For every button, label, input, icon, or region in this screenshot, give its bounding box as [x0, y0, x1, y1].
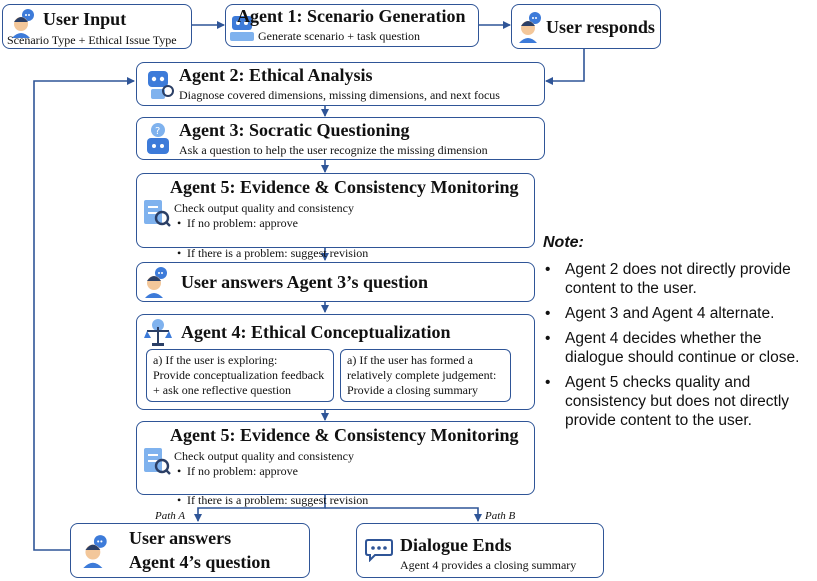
option-exploring-line2: Provide conceptualization feedback — [153, 368, 325, 382]
dialogue-ends-subtitle: Agent 4 provides a closing summary — [400, 558, 577, 572]
agent5-top-bullet-approve: If no problem: approve — [177, 216, 574, 231]
user-input-subtitle: Scenario Type + Ethical Issue Type — [7, 33, 177, 47]
scales-icon — [144, 319, 172, 346]
user-responds-box: User responds — [511, 4, 661, 49]
agent4-option-exploring: a) If the user is exploring: Provide con… — [146, 349, 334, 402]
agent5-top-line1: Check output quality and consistency — [174, 201, 354, 215]
user-avatar-icon — [12, 9, 34, 38]
agent4-title: Agent 4: Ethical Conceptualization — [181, 322, 451, 342]
option-judgement-line3: Provide a closing summary — [347, 383, 478, 397]
checklist-magnifier-icon — [144, 200, 171, 227]
arrow-user-responds-to-agent2 — [545, 49, 585, 85]
agent5-bottom-title: Agent 5: Evidence & Consistency Monitori… — [170, 425, 519, 445]
user-answers-agent3-title: User answers Agent 3’s question — [181, 272, 429, 292]
agent1-subtitle: Generate scenario + task question — [258, 29, 421, 43]
agent3-subtitle: Ask a question to help the user recogniz… — [179, 143, 488, 157]
arrow-loop-back-to-agent2 — [33, 77, 135, 551]
path-a-label: Path A — [155, 510, 186, 522]
user-input-title: User Input — [43, 9, 127, 29]
agent3-title: Agent 3: Socratic Questioning — [179, 120, 410, 140]
agent3-box: ? Agent 3: Socratic Questioning Ask a qu… — [136, 117, 545, 160]
agent2-subtitle: Diagnose covered dimensions, missing dim… — [179, 88, 500, 102]
note-item: Agent 5 checks quality and consistency b… — [543, 373, 813, 430]
agent5-monitoring-box-bottom: Agent 5: Evidence & Consistency Monitori… — [136, 421, 535, 508]
robot-question-icon: ? — [147, 123, 169, 154]
dialogue-ends-box: Dialogue Ends Agent 4 provides a closing… — [356, 523, 604, 578]
agent2-box: Agent 2: Ethical Analysis Diagnose cover… — [136, 62, 545, 106]
option-judgement-line2: relatively complete judgement: — [347, 368, 497, 382]
agent5-bottom-bullet-approve: If no problem: approve — [177, 464, 574, 479]
checklist-magnifier-icon — [144, 448, 171, 475]
user-answers-agent4-box: User answers Agent 4’s question — [70, 523, 310, 578]
agent5-bottom-bullet-revise: If there is a problem: suggest revision — [177, 493, 574, 508]
option-judgement-line1: a) If the user has formed a — [347, 353, 473, 367]
agent5-top-title: Agent 5: Evidence & Consistency Monitori… — [170, 177, 519, 197]
user-answers-agent4-line2: Agent 4’s question — [129, 552, 271, 572]
agent1-title: Agent 1: Scenario Generation — [237, 6, 466, 26]
user-input-box: User Input Scenario Type + Ethical Issue… — [2, 4, 192, 49]
note-item: Agent 3 and Agent 4 alternate. — [543, 304, 813, 323]
note-item: Agent 4 decides whether the dialogue sho… — [543, 329, 813, 367]
agent5-top-bullet-revise: If there is a problem: suggest revision — [177, 246, 574, 261]
user-avatar-icon — [145, 267, 167, 298]
svg-text:?: ? — [155, 126, 160, 137]
agent4-option-judgement: a) If the user has formed a relatively c… — [340, 349, 511, 402]
user-answers-agent4-line1: User answers — [129, 528, 232, 548]
user-answers-agent3-box: User answers Agent 3’s question — [136, 262, 535, 302]
note-item: Agent 2 does not directly provide conten… — [543, 260, 813, 298]
agent5-bottom-line1: Check output quality and consistency — [174, 449, 354, 463]
agent2-title: Agent 2: Ethical Analysis — [179, 65, 373, 85]
note-list: Agent 2 does not directly provide conten… — [543, 260, 813, 436]
arrow-path-b — [325, 507, 482, 522]
user-avatar-icon — [519, 12, 541, 43]
path-b-label: Path B — [485, 510, 516, 522]
note-title: Note: — [543, 234, 584, 251]
agent1-box: Agent 1: Scenario Generation Generate sc… — [225, 4, 479, 47]
agent4-box: Agent 4: Ethical Conceptualization a) If… — [136, 314, 535, 410]
user-responds-title: User responds — [546, 17, 655, 37]
robot-laptop-icon — [230, 16, 254, 41]
dialogue-ends-title: Dialogue Ends — [400, 535, 512, 555]
option-exploring-line3: + ask one reflective question — [153, 383, 292, 397]
option-exploring-line1: a) If the user is exploring: — [153, 353, 278, 367]
user-avatar-icon — [83, 535, 107, 568]
agent5-monitoring-box-top: Agent 5: Evidence & Consistency Monitori… — [136, 173, 535, 261]
chat-bubble-icon — [365, 539, 393, 562]
robot-analysis-icon — [148, 71, 174, 99]
